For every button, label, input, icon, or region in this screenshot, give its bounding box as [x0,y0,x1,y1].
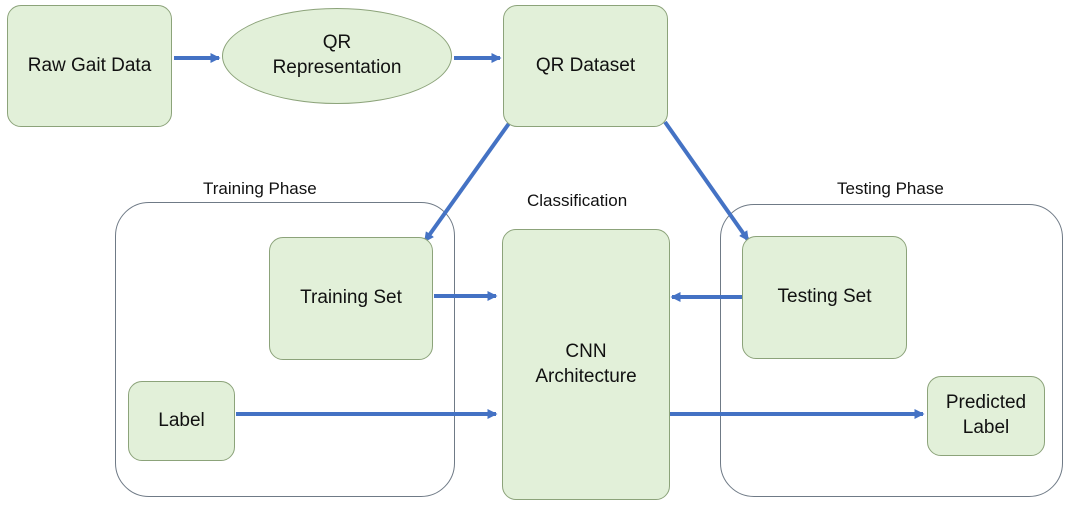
arrow-dataset-to-training-set [423,120,512,243]
predicted-label-node: Predicted Label [927,376,1045,456]
testing-set-node: Testing Set [742,236,907,359]
cnn-architecture-node: CNN Architecture [502,229,670,500]
testing-phase-group [720,204,1063,497]
training-phase-caption: Training Phase [203,179,317,198]
training-set-node: Training Set [269,237,433,360]
training-phase-group [115,202,455,497]
raw-gait-data-node: Raw Gait Data [7,5,172,127]
qr-dataset-node: QR Dataset [503,5,668,127]
testing-phase-caption: Testing Phase [837,179,944,198]
classification-caption: Classification [527,191,628,210]
arrow-dataset-to-testing-set [663,120,750,242]
label-node: Label [128,381,235,461]
qr-representation-node: QR Representation [222,8,452,104]
